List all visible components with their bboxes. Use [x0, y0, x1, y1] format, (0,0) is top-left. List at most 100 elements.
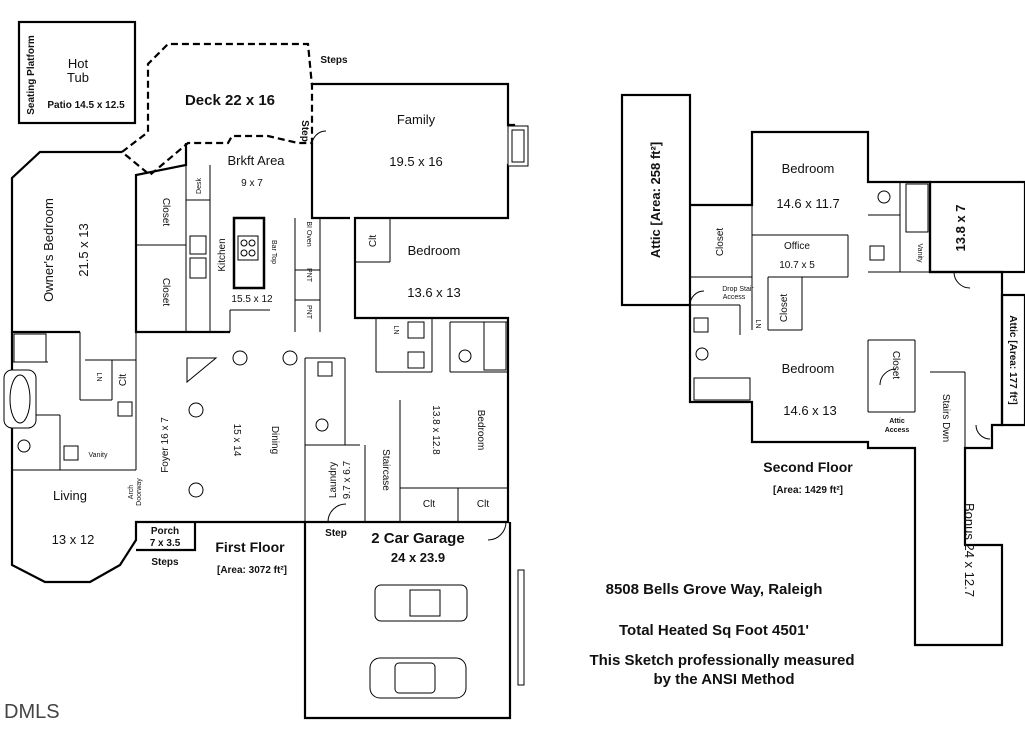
first-floor-title: First Floor	[215, 539, 285, 555]
second-floor-labels: Attic [Area: 258 ft²] Bedroom 14.6 x 11.…	[648, 142, 1018, 597]
clt-mid-label: Clt	[118, 374, 129, 386]
owners-bedroom-label: Owner's Bedroom	[41, 198, 56, 302]
note-line2: by the ANSI Method	[653, 671, 794, 688]
attic-left-label: Attic [Area: 258 ft²]	[648, 142, 663, 258]
bedroom-a-dim: 13.6 x 13	[407, 285, 461, 300]
shower-icon	[13, 333, 47, 363]
sink-icon	[117, 401, 133, 417]
shower-icon-2f	[905, 183, 929, 233]
toilet-icon-2f-b	[695, 347, 709, 361]
family-wall	[310, 143, 350, 220]
closet-b-label: Closet	[160, 278, 171, 307]
owners-wall	[10, 150, 122, 334]
bar-top-label: Bar Top	[270, 240, 277, 264]
living-dim: 13 x 12	[52, 532, 95, 547]
steps-top-label: Steps	[320, 55, 348, 66]
attic-right-outline	[1000, 293, 1025, 427]
bedroom-bottom-label: Bedroom	[782, 361, 835, 376]
kitchen-sink-icon	[189, 235, 207, 255]
fireplace-inner	[511, 129, 525, 163]
living-label: Living	[53, 488, 87, 503]
total-sqft-label: Total Heated Sq Foot 4501'	[619, 622, 809, 639]
car-icons	[369, 584, 468, 699]
steps-bottom-label: Steps	[151, 557, 179, 568]
vanity-label: Vanity	[89, 452, 108, 459]
tub-icon-2f	[693, 377, 751, 401]
clt-bed-label: Clt	[368, 235, 379, 247]
closet-right-label: Closet	[890, 351, 901, 380]
deck-outline	[120, 42, 314, 177]
second-floor-title: Second Floor	[763, 459, 853, 475]
shower-icon-b	[483, 321, 507, 371]
toilet-icon-b	[458, 349, 472, 363]
living-wall	[10, 332, 305, 584]
ln-2f-label: LN	[754, 320, 761, 329]
step-garage-label: Step	[325, 528, 347, 539]
bathtub-icon	[3, 369, 37, 429]
bedroom-a-label: Bedroom	[408, 243, 461, 258]
toilet-icon-c	[315, 418, 329, 432]
kitchen-wall	[134, 143, 230, 334]
laundry-label: Laundry	[328, 462, 339, 498]
owners-bedroom-dim: 21.5 x 13	[76, 223, 91, 277]
dishwasher-icon	[189, 257, 207, 279]
dining-opening	[186, 357, 218, 384]
bath-sink-icon-b	[407, 351, 425, 369]
brkft-dim: 9 x 7	[241, 178, 263, 189]
room-13-8-label: 13.8 x 7	[953, 205, 968, 252]
closet-left-label: Closet	[715, 228, 726, 257]
bedroom-b-dim: 13.8 x 12.8	[430, 405, 441, 455]
bedroom-top-label: Bedroom	[782, 161, 835, 176]
second-floor-area: [Area: 1429 ft²]	[773, 485, 843, 496]
bedroom-b-label: Bedroom	[475, 410, 486, 451]
laundry-dim: 9.7 x 6.7	[342, 460, 353, 499]
vanity-sink-icon	[63, 445, 79, 461]
second-floor-interior	[690, 182, 966, 448]
info-block: 8508 Bells Grove Way, Raleigh Total Heat…	[589, 581, 854, 688]
room-13-8-outline	[928, 180, 1025, 274]
deck-label: Deck 22 x 16	[185, 92, 275, 109]
patio-label: Patio 14.5 x 12.5	[47, 100, 125, 111]
bi-oven-label: BI Oven	[305, 221, 312, 246]
kitchen-dim: 15.5 x 12	[231, 294, 273, 305]
first-floor-plan	[3, 20, 529, 720]
stairs-dwn-label: Stairs Dwn	[940, 394, 951, 442]
ln-a-label: LN	[392, 326, 399, 335]
office-label: Office	[784, 241, 810, 252]
second-floor-plan	[620, 93, 1025, 647]
cooktop-icon	[237, 235, 259, 261]
clt-c-label: Clt	[423, 499, 435, 510]
closet-a-label: Closet	[160, 198, 171, 227]
sink-icon-2f-a	[869, 245, 885, 261]
watermark: DMLS	[4, 701, 60, 723]
foyer-label: Foyer 16 x 7	[160, 417, 171, 473]
fireplace	[507, 125, 529, 167]
garage-label: 2 Car Garage	[371, 530, 464, 547]
door-swings-2f	[689, 271, 991, 440]
bedroom-bottom-dim: 14.6 x 13	[783, 403, 837, 418]
dining-dim: 15 x 14	[231, 424, 242, 457]
clt-d-label: Clt	[477, 499, 489, 510]
garage-door-edge	[517, 569, 525, 686]
toilet-icon-2f-a	[877, 190, 891, 204]
pnt-b-label: PNT	[305, 305, 312, 320]
step-right-label: Step	[299, 120, 310, 142]
laundry-sink-icon	[317, 361, 333, 377]
address-label: 8508 Bells Grove Way, Raleigh	[606, 581, 823, 598]
seating-platform-label: Seating Platform	[26, 35, 37, 115]
staircase-label: Staircase	[380, 449, 391, 491]
closet-mid-label: Closet	[779, 294, 790, 323]
vanity-2f-label: Vanity	[916, 244, 923, 263]
attic-left-outline	[620, 93, 692, 307]
attic-right-label: Attic [Area: 177 ft²]	[1007, 315, 1018, 404]
bonus-label: Bonus 24 x 12.7	[962, 503, 977, 597]
columns	[188, 350, 298, 498]
kitchen-label: Kitchen	[217, 238, 228, 271]
note-line1: This Sketch professionally measured	[589, 652, 854, 669]
